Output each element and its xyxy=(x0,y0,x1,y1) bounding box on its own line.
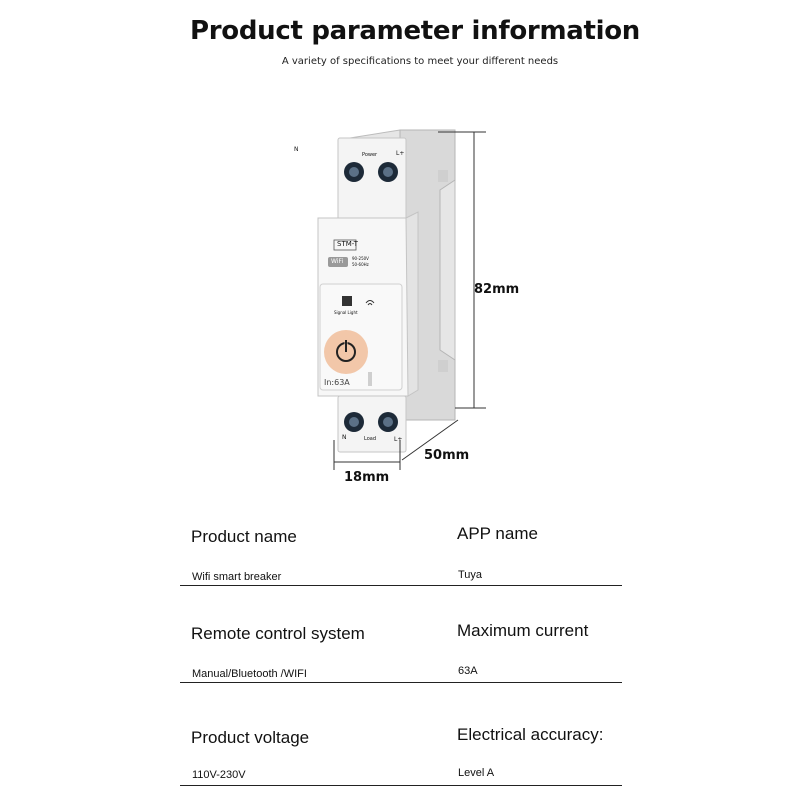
page-title: Product parameter information xyxy=(189,16,640,46)
product-figure: N Power L+ STM-T WiFi 90-250V 50-60Hz Si… xyxy=(290,120,530,500)
bottom-n-label: N xyxy=(342,434,347,441)
max-current-label: Maximum current xyxy=(457,621,589,640)
top-l-label: L+ xyxy=(396,150,405,157)
page-subtitle: A variety of specifications to meet your… xyxy=(281,56,559,67)
signal-light-label: Signal Light xyxy=(334,310,358,315)
rating-text-1: 90-250V xyxy=(352,256,369,261)
row-divider xyxy=(180,682,622,683)
row-divider xyxy=(180,585,622,586)
width-dimension-label: 18mm xyxy=(344,470,390,485)
voltage-label: Product voltage xyxy=(191,728,310,747)
app-name-value: Tuya xyxy=(458,569,483,581)
depth-dimension-label: 50mm xyxy=(424,448,470,463)
accuracy-value: Level A xyxy=(458,767,495,779)
height-dimension-label: 82mm xyxy=(474,282,520,297)
max-current-value: 63A xyxy=(458,665,478,677)
row-divider xyxy=(180,785,622,786)
product-name-label: Product name xyxy=(191,527,297,546)
product-name-value: Wifi smart breaker xyxy=(192,571,282,583)
top-power-label: Power xyxy=(362,152,378,158)
top-n-label: N xyxy=(294,146,299,153)
bottom-l-label: L+ xyxy=(394,436,403,443)
wifi-badge: WiFi xyxy=(331,258,344,265)
remote-control-value: Manual/Bluetooth /WIFI xyxy=(192,668,307,680)
rating-text-2: 50-60Hz xyxy=(352,262,369,267)
model-label: STM-T xyxy=(337,240,358,248)
app-name-label: APP name xyxy=(457,524,538,543)
voltage-value: 110V-230V xyxy=(192,769,246,781)
wifi-signal-icon xyxy=(365,300,375,304)
current-rating-label: In:63A xyxy=(324,378,350,387)
remote-control-label: Remote control system xyxy=(191,624,365,643)
bottom-load-label: Load xyxy=(364,436,376,442)
accuracy-label: Electrical accuracy: xyxy=(457,725,604,744)
breaker-illustration xyxy=(317,129,486,470)
